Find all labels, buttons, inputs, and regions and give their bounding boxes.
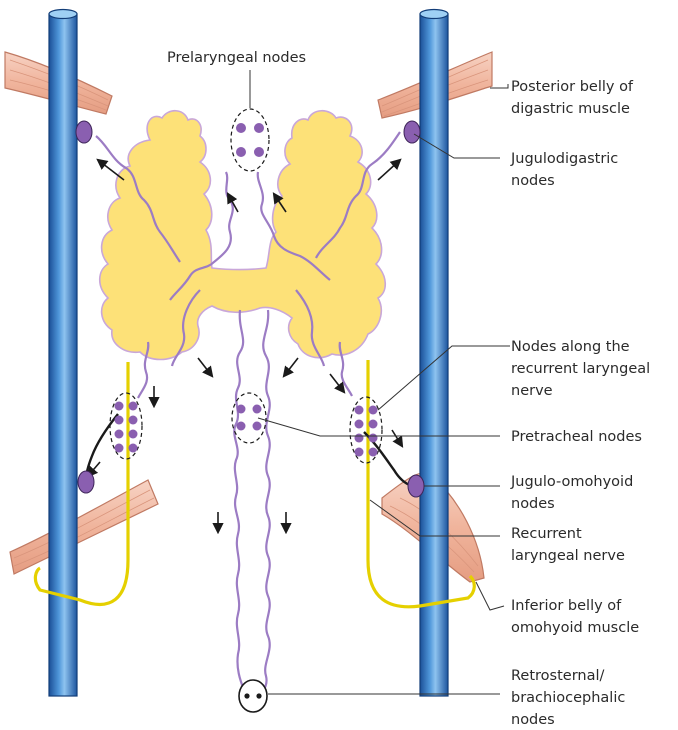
recurrent-laryngeal-nodes-left	[110, 393, 142, 459]
label-retrosternal-nodes: Retrosternal/ brachiocephalic nodes	[511, 668, 630, 728]
label-prelaryngeal-nodes: Prelaryngeal nodes	[167, 50, 306, 66]
label-jugulodigastric-nodes: Jugulodigastric nodes	[510, 151, 623, 189]
inferior-belly-omohyoid-left	[10, 480, 158, 574]
label-jugulo-omohyoid-nodes: Jugulo-omohyoid nodes	[510, 474, 638, 512]
label-recurrent-laryngeal-nodes: Nodes along the recurrent laryngeal nerv…	[511, 339, 655, 399]
retrosternal-node	[239, 680, 267, 712]
prelaryngeal-nodes	[231, 109, 269, 171]
jugulo-omohyoid-node-right	[408, 475, 424, 497]
label-inferior-belly-omohyoid: Inferior belly of omohyoid muscle	[511, 598, 639, 636]
label-recurrent-laryngeal-nerve: Recurrent laryngeal nerve	[511, 526, 625, 564]
recurrent-laryngeal-nodes-right	[350, 397, 382, 463]
label-posterior-belly-digastric: Posterior belly of digastric muscle	[511, 79, 638, 117]
jugulodigastric-node-right	[404, 121, 420, 143]
jugulo-omohyoid-node-left	[78, 471, 94, 493]
label-pretracheal-nodes: Pretracheal nodes	[511, 429, 642, 445]
jugulodigastric-node-left	[76, 121, 92, 143]
